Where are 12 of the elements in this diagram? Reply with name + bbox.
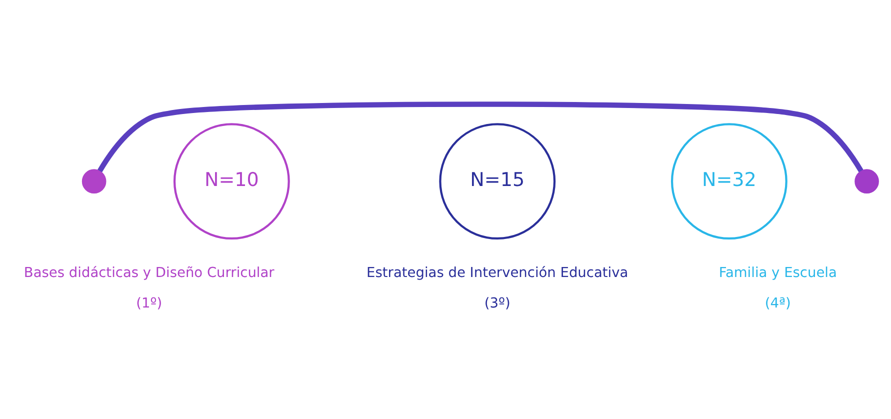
node-label: (3º) [484,295,510,312]
node-label: Bases didácticas y Diseño Curricular [24,264,274,281]
node-label: (1º) [136,295,162,312]
node-label: (4ª) [764,295,791,312]
node-label: Familia y Escuela [718,264,837,281]
node-circle: N=10 [173,122,290,240]
node-circle [854,168,879,193]
node-label: Estrategias de Intervención Educativa [366,264,628,281]
node-circle: N=32 [670,122,788,240]
connector [98,101,864,172]
node-circle: N=15 [439,122,556,240]
node-circle [82,168,106,193]
